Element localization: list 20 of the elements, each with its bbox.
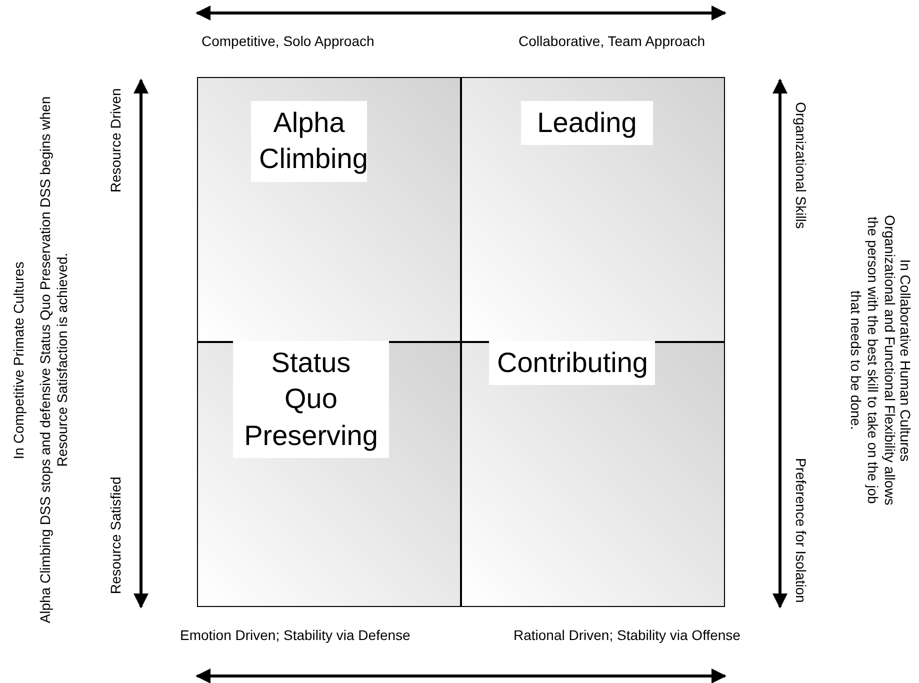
axis-label: Rational Driven; Stability via Offense (514, 626, 740, 644)
axis-label: Preference for Isolation (791, 458, 808, 602)
quadrant-title: Status Quo Preserving (233, 341, 389, 458)
quadrant-box (197, 77, 461, 342)
axis-label: Emotion Driven; Stability via Defense (180, 626, 410, 644)
axis-label: Resource Driven (108, 88, 125, 192)
quadrant-box (461, 77, 725, 342)
side-note: Organizational and Functional Flexibility allows the person with the best skill to take on the job that needs to be done. (848, 214, 898, 508)
axis-label: Competitive, Solo Approach (202, 32, 374, 50)
quadrant-title: Alpha Climbing (251, 101, 367, 182)
quadrant-box (197, 342, 461, 607)
quadrant-title: Leading (521, 101, 653, 146)
axis-label: Resource Satisfied (107, 476, 124, 594)
side-note: Alpha Climbing DSS stops and defensive Status Quo Preservation DSS begins when Resource Satisfaction is achieved. (37, 95, 71, 626)
side-note: In Collaborative Human Cultures (896, 258, 914, 462)
side-note: In Competitive Primate Cultures (10, 261, 28, 459)
axis-label: Organizational Skills (792, 101, 808, 228)
quadrant-box (461, 342, 725, 607)
axis-label: Collaborative, Team Approach (518, 32, 706, 50)
quadrant-title: Contributing (489, 341, 655, 386)
